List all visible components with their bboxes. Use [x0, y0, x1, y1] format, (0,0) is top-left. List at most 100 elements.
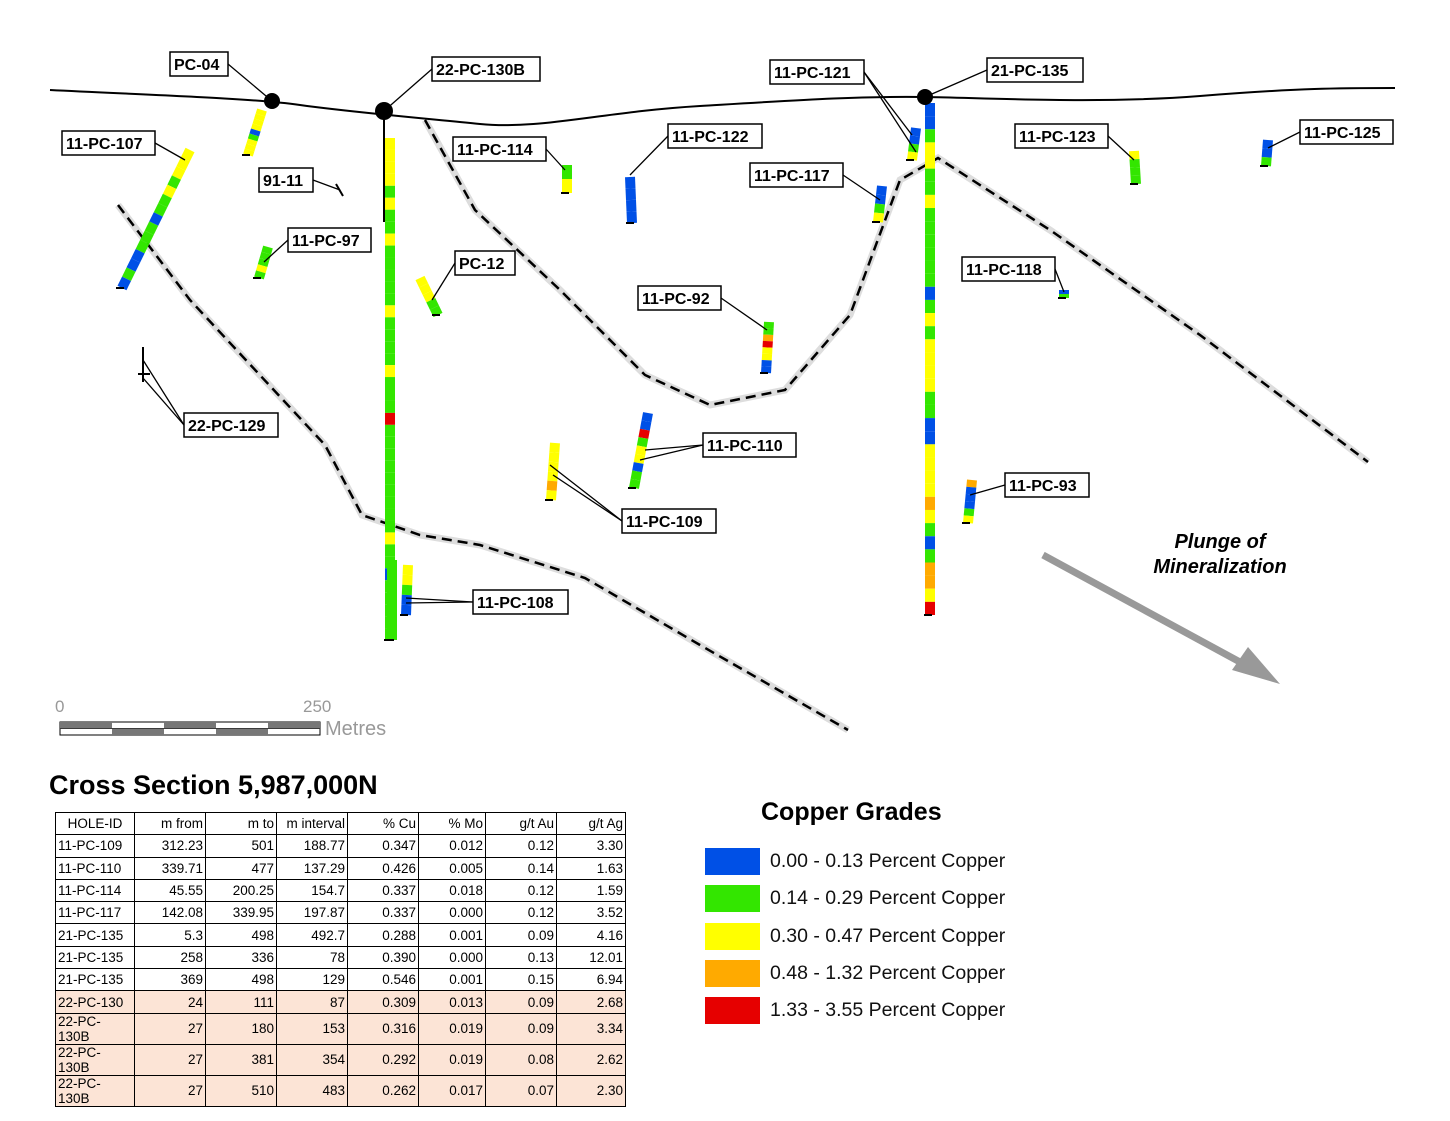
hole-label-text: 11-PC-123 [1019, 129, 1096, 146]
hole-label-text: 22-PC-129 [188, 418, 265, 435]
table-cell: 11-PC-114 [55, 878, 135, 903]
table-cell: 0.288 [347, 923, 419, 947]
table-cell: 24 [134, 990, 206, 1014]
table-cell: 498 [205, 923, 277, 947]
column-header: % Cu [347, 811, 419, 836]
hole-label-text: 11-PC-122 [672, 129, 749, 146]
leader-line [1107, 135, 1135, 161]
table-cell: 0.12 [485, 834, 557, 858]
legend-label: 0.30 - 0.47 Percent Copper [770, 924, 1006, 947]
plunge-arrow [1041, 551, 1280, 684]
collar-22-pc-130b [375, 102, 393, 120]
leader-line [227, 63, 273, 102]
table-cell: 381 [205, 1043, 277, 1076]
table-cell: 0.426 [347, 856, 419, 880]
hole-label-text: 21-PC-135 [991, 63, 1068, 80]
hole-label-text: 11-PC-97 [292, 233, 360, 250]
legend-label: 1.33 - 3.55 Percent Copper [770, 999, 1006, 1022]
table-cell: 0.12 [485, 901, 557, 925]
table-cell: 1.59 [556, 878, 626, 903]
legend-swatch [705, 848, 760, 876]
table-cell: 129 [276, 968, 348, 992]
drill-hole-trace [400, 564, 413, 616]
table-cell: 27 [134, 1043, 206, 1076]
table-cell: 0.000 [418, 901, 486, 925]
table-cell: 0.309 [347, 990, 419, 1014]
table-cell: 137.29 [276, 856, 348, 880]
hole-label-pc108: 11-PC-108 [472, 589, 569, 615]
hole-label-text: PC-04 [174, 57, 219, 74]
legend-label: 0.14 - 0.29 Percent Copper [770, 887, 1006, 910]
lower-boundary [117, 204, 849, 732]
legend-swatch [705, 885, 760, 913]
drill-hole-trace [116, 147, 195, 291]
plunge-line1: Plunge of [1174, 531, 1266, 553]
table-cell: 4.16 [556, 923, 626, 947]
copper-grade-legend: Copper Grades 0.00 - 0.13 Percent Copper… [705, 798, 1005, 1029]
table-cell: 78 [276, 945, 348, 970]
table-cell: 22-PC-130B [55, 1043, 135, 1076]
drill-hole-trace [760, 321, 774, 374]
table-cell: 0.15 [485, 968, 557, 992]
table-cell: 153 [276, 1012, 348, 1045]
hole-label-text: 11-PC-107 [66, 136, 143, 153]
leader-line [142, 377, 185, 426]
table-cell: 0.14 [485, 856, 557, 880]
leader-line [863, 71, 913, 136]
table-cell: 0.09 [485, 990, 557, 1014]
table-cell: 45.55 [134, 878, 206, 903]
section-title: Cross Section 5,987,000N [49, 770, 378, 800]
table-cell: 336 [205, 945, 277, 970]
hole-label-text: 11-PC-114 [457, 142, 533, 159]
leader-line [1054, 268, 1065, 293]
legend-swatch [705, 960, 760, 988]
hole-label-pc125: 11-PC-125 [1299, 119, 1394, 145]
column-header: m from [134, 811, 206, 836]
table-cell: 27 [134, 1012, 206, 1045]
scale-unit: Metres [325, 718, 387, 740]
drill-hole-trace [545, 442, 560, 501]
table-cell: 2.68 [556, 990, 626, 1014]
table-cell: 12.01 [556, 945, 626, 970]
hole-label-text: 11-PC-118 [966, 262, 1042, 279]
table-cell: 2.62 [556, 1043, 626, 1076]
table-cell: 5.3 [134, 923, 206, 947]
column-header: m interval [276, 811, 348, 836]
table-cell: 21-PC-135 [55, 968, 135, 992]
legend-label: 0.00 - 0.13 Percent Copper [770, 850, 1006, 873]
hole-label-text: 11-PC-125 [1304, 125, 1381, 142]
table-cell: 3.30 [556, 834, 626, 858]
table-cell: 0.013 [418, 990, 486, 1014]
table-cell: 11-PC-110 [55, 856, 135, 880]
hole-label-pc130b: 22-PC-130B [431, 56, 541, 82]
mineralization-boundaries [115, 118, 1371, 734]
table-cell: 0.546 [347, 968, 419, 992]
hole-label-pc121: 11-PC-121 [769, 59, 865, 85]
leader-line [263, 239, 289, 263]
table-cell: 197.87 [276, 901, 348, 925]
hole-label-pc93: 11-PC-93 [1004, 472, 1090, 498]
column-header: g/t Ag [556, 811, 626, 836]
hole-label-text: 11-PC-92 [642, 291, 710, 308]
table-cell: 0.316 [347, 1012, 419, 1045]
table-cell: 477 [205, 856, 277, 880]
legend-item: 0.00 - 0.13 Percent Copper [705, 843, 1005, 880]
drill-hole-trace [415, 275, 443, 318]
leader-line [142, 359, 185, 426]
column-header: m to [205, 811, 277, 836]
legend-swatch [705, 997, 760, 1025]
legend-item: 0.30 - 0.47 Percent Copper [705, 918, 1005, 955]
leader-line [405, 601, 474, 604]
table-cell: 154.7 [276, 878, 348, 903]
hole-labels: PC-04 22-PC-130B 11-PC-121 21-PC-135 11-PC-1… [61, 51, 1394, 615]
column-header: HOLE-ID [55, 811, 135, 836]
hole-label-pc123: 11-PC-123 [1014, 123, 1109, 149]
